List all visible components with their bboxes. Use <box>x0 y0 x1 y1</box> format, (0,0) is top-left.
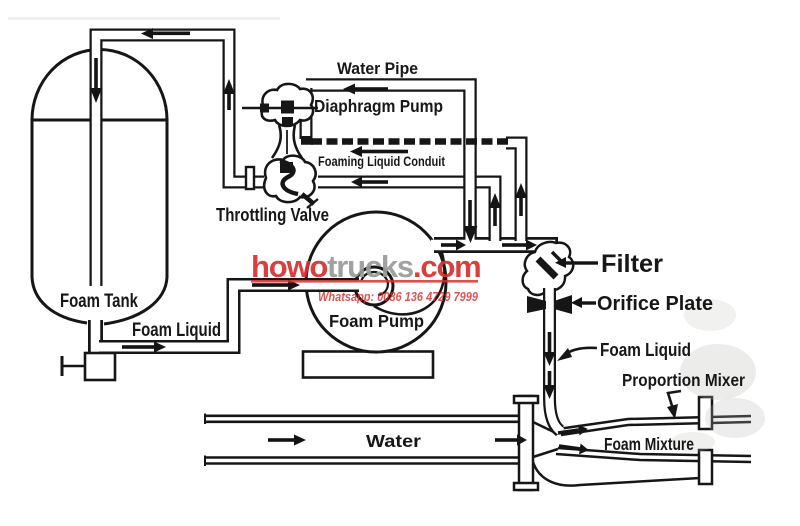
watermark-brand-prefix: howo <box>251 249 327 284</box>
scan-artifact-line <box>8 17 280 20</box>
svg-text:howotrucks.com: howotrucks.com <box>251 249 481 284</box>
pipe-flange <box>244 165 256 191</box>
label-diaphragm-pump: Diaphragm Pump <box>314 96 443 116</box>
label-foam-liquid-injection: Foam Liquid <box>600 340 691 360</box>
throttling-valve-icon <box>262 154 319 209</box>
smudge-artifacts <box>671 299 765 452</box>
label-throttling-valve: Throttling Valve <box>216 204 329 225</box>
label-proportion-mixer: Proportion Mixer <box>622 370 745 390</box>
orifice-plate-icon <box>527 295 572 314</box>
label-orifice-plate: Orifice Plate <box>597 292 713 315</box>
watermark-brand-mid: trucks <box>327 249 413 284</box>
label-foam-tank: Foam Tank <box>60 291 138 312</box>
label-water: Water <box>366 431 421 451</box>
watermark-underline <box>251 280 478 283</box>
watermark-contact: Whatsapp: 0086 136 4729 7999 <box>318 289 479 304</box>
pump-pedestal <box>301 350 435 379</box>
label-foam-liquid-suction: Foam Liquid <box>132 320 221 341</box>
water-main-pipe <box>204 413 523 466</box>
watermark: howotrucks.com Whatsapp: 0086 136 4729 7… <box>251 249 482 304</box>
water-pipe-line <box>303 78 477 242</box>
label-leaders <box>557 346 682 419</box>
label-foaming-liquid-conduit: Foaming Liquid Conduit <box>318 154 445 169</box>
label-foam-pump: Foam Pump <box>329 311 424 331</box>
tank-return-pipe <box>89 28 268 289</box>
label-foam-mixture: Foam Mixture <box>604 434 694 454</box>
label-water-pipe: Water Pipe <box>337 60 418 78</box>
diaphragm-pump-icon <box>242 82 318 159</box>
label-filter: Filter <box>601 250 663 278</box>
tank-drain-valve <box>60 317 117 382</box>
watermark-brand-suffix: .com <box>413 249 481 284</box>
venturi-right-flange <box>697 395 714 486</box>
